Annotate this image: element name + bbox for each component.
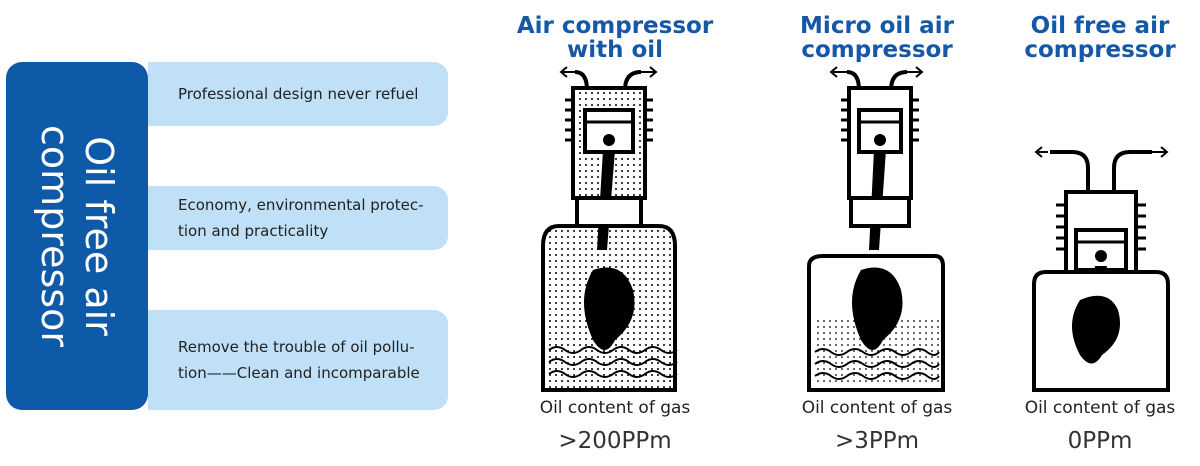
feature-box-2: Economy, environmental protec- tion and … (148, 186, 448, 250)
compressor-with-oil-heading: Air compressor with oil (516, 13, 714, 63)
title-block: Oil free air compressor (6, 62, 148, 410)
oil-content-value-oil-free: 0PPm (1067, 428, 1133, 454)
oil-content-label-with-oil: Oil content of gas (539, 398, 691, 418)
feature-1-text: Professional design never refuel (178, 85, 419, 103)
feature-2-line-1: Economy, environmental protec- (178, 196, 424, 214)
oil-content-value-micro-oil: >3PPm (834, 428, 920, 454)
feature-3-line-1: Remove the trouble of oil pollu- (178, 338, 415, 356)
vertical-title: Oil free air compressor (33, 125, 121, 347)
feature-box-3: Remove the trouble of oil pollu- tion——C… (148, 310, 448, 410)
oil-free-compressor-heading: Oil free air compressor (1024, 13, 1176, 63)
oil-free-compressor-column: Oil free air compressor Oil content of g… (990, 0, 1200, 466)
oil-content-value-with-oil: >200PPm (558, 428, 672, 454)
oil-content-label-oil-free: Oil content of gas (1024, 398, 1176, 418)
title-line-2: compressor (33, 125, 77, 347)
oil-lubricated-compressor-icon (541, 66, 678, 392)
compressor-with-oil-column: Air compressor with oil (505, 0, 725, 466)
feature-box-1: Professional design never refuel (148, 62, 448, 126)
feature-3-line-2: tion——Clean and incomparable (178, 364, 420, 382)
oil-content-label-micro-oil: Oil content of gas (801, 398, 953, 418)
title-line-1: Oil free air (77, 136, 121, 336)
micro-oil-compressor-heading: Micro oil air compressor (800, 13, 954, 63)
micro-oil-compressor-column: Micro oil air compressor Oil content of … (767, 0, 987, 466)
feature-2-line-2: tion and practicality (178, 222, 329, 240)
micro-oil-compressor-icon (807, 66, 945, 392)
oil-free-compressor-icon (1032, 146, 1170, 392)
